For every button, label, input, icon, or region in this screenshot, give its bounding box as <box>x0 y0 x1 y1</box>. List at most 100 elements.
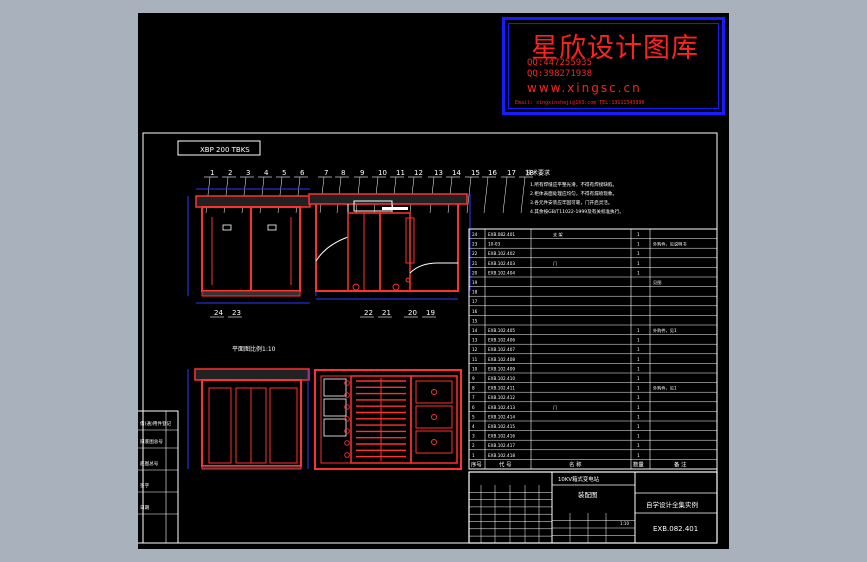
left-strip-label: 底图总号 <box>140 460 159 467</box>
parts-cell-no: 6 <box>472 405 475 410</box>
notes-line-2: 2.柜体表面处理应均匀，不得有漏喷现象。 <box>530 190 617 197</box>
parts-cell-qty: 1 <box>637 424 640 429</box>
balloon-18: 18 <box>525 169 534 177</box>
balloon-7: 7 <box>324 169 328 177</box>
parts-cell-no: 19 <box>472 280 478 285</box>
parts-cell-note: 外购件，见说明书 <box>653 241 687 248</box>
parts-cell-code: EXB.102.404 <box>488 270 515 275</box>
parts-cell-no: 1 <box>472 453 475 458</box>
parts-cell-qty: 1 <box>637 443 640 448</box>
balloon-12: 12 <box>414 169 423 177</box>
parts-cell-code: EXB.102.406 <box>488 338 515 343</box>
watermark-box: 星欣设计图库 QQ:447255935 QQ:398271938 www.xin… <box>502 17 725 115</box>
parts-cell-no: 24 <box>472 232 478 237</box>
parts-cell-no: 11 <box>472 357 478 362</box>
parts-cell-code: EXB.102.409 <box>488 366 515 371</box>
parts-cell-code: EXB.102.410 <box>488 376 515 381</box>
parts-cell-no: 20 <box>472 270 478 275</box>
balloon-5: 5 <box>282 169 286 177</box>
parts-cell-name: 门 <box>553 260 557 267</box>
balloon-11: 11 <box>396 169 405 177</box>
parts-cell-no: 2 <box>472 443 475 448</box>
technical-notes: 技术要求 1.所有焊缝应平整光滑，不得有焊接缺陷。 2.柜体表面处理应均匀，不得… <box>526 169 624 215</box>
balloon-6: 6 <box>300 169 305 177</box>
notes-line-4: 4.其余按GB/T11022-1999及有关标准执行。 <box>530 208 624 215</box>
parts-cell-no: 14 <box>472 328 478 333</box>
parts-cell-no: 18 <box>472 290 478 295</box>
parts-cell-note: 外购件，见1 <box>653 327 677 334</box>
watermark-qq-1: QQ:447255935 <box>527 58 593 68</box>
balloon-22: 22 <box>364 309 373 317</box>
watermark-title: 星欣设计图库 <box>531 33 699 64</box>
watermark-inner-border <box>508 23 719 109</box>
balloon-16: 16 <box>488 169 497 177</box>
parts-cell-qty: 1 <box>637 453 640 458</box>
balloon-8: 8 <box>341 169 345 177</box>
plan-circle <box>344 380 350 386</box>
balloon-leader <box>502 176 508 214</box>
parts-table-border <box>468 228 718 470</box>
parts-cell-qty: 1 <box>637 366 640 371</box>
parts-cell-no: 4 <box>472 424 475 429</box>
parts-cell-no: 16 <box>472 309 478 314</box>
parts-cell-note: 见图 <box>653 280 661 286</box>
parts-header-note: 备 注 <box>674 461 687 469</box>
watermark-qq-2: QQ:398271938 <box>527 69 593 79</box>
drawing-number: EXB.082.401 <box>653 525 698 533</box>
parts-cell-code: 10-03 <box>488 242 501 247</box>
notes-line-1: 1.所有焊缝应平整光滑，不得有焊接缺陷。 <box>530 181 617 188</box>
left-strip-label: 旧底图总号 <box>140 438 163 445</box>
parts-cell-name: 门 <box>553 404 557 411</box>
parts-header-name: 名 称 <box>569 461 582 469</box>
balloon-10: 10 <box>378 169 387 177</box>
rear-elevation-view <box>187 368 310 470</box>
parts-header-no: 序号 <box>471 461 482 469</box>
notes-title: 技术要求 <box>526 169 550 177</box>
title-block-grid <box>469 485 635 543</box>
plan-indicator-circles <box>344 380 350 458</box>
front-view <box>187 188 317 304</box>
parts-cell-qty: 1 <box>637 414 640 419</box>
parts-cell-qty: 1 <box>637 261 640 266</box>
balloon-20: 20 <box>408 309 417 317</box>
parts-cell-no: 10 <box>472 366 478 371</box>
parts-cell-no: 22 <box>472 251 478 256</box>
side-section-view <box>308 193 471 300</box>
plan-circle <box>344 428 350 434</box>
parts-cell-code: EXB.102.408 <box>488 357 515 362</box>
parts-cell-qty: 1 <box>637 251 640 256</box>
parts-cell-qty: 1 <box>637 395 640 400</box>
title-block: 10KV箱式变电站 装配图 自学设计全集实例 EXB.082.401 1:10 <box>468 471 718 544</box>
balloon-17: 17 <box>507 169 516 177</box>
notes-line-3: 3.各元件安装应牢固可靠，门开启灵活。 <box>530 199 612 206</box>
balloon-15: 15 <box>471 169 480 177</box>
parts-cell-no: 15 <box>472 318 478 323</box>
parts-cell-qty: 1 <box>637 338 640 343</box>
left-strip-label: 借(通)用件登记 <box>140 420 172 427</box>
school-name: 自学设计全集实例 <box>646 500 698 509</box>
parts-cell-no: 3 <box>472 434 475 439</box>
parts-header-code: 代 号 <box>499 461 512 469</box>
product-name: 10KV箱式变电站 <box>558 475 600 483</box>
parts-cell-qty: 1 <box>637 328 640 333</box>
parts-cell-qty: 1 <box>637 386 640 391</box>
left-strip-label: 签字 <box>140 482 150 489</box>
balloon-3: 3 <box>246 169 250 177</box>
parts-cell-no: 17 <box>472 299 478 304</box>
parts-cell-qty: 1 <box>637 242 640 247</box>
parts-cell-code: EXB.102.415 <box>488 424 515 429</box>
parts-cell-no: 5 <box>472 414 475 419</box>
plan-circle <box>344 452 350 458</box>
model-label-box: XBP 200 TBKS <box>177 140 261 156</box>
parts-cell-code: EXB.102.416 <box>488 434 515 439</box>
balloon-14: 14 <box>452 169 461 177</box>
drawing-scale: 1:10 <box>620 521 629 526</box>
plan-busbars <box>356 378 406 461</box>
plan-circle <box>344 404 350 410</box>
watermark-email: Email: xingxinsheji@163.com TEL:13111543… <box>515 100 645 106</box>
